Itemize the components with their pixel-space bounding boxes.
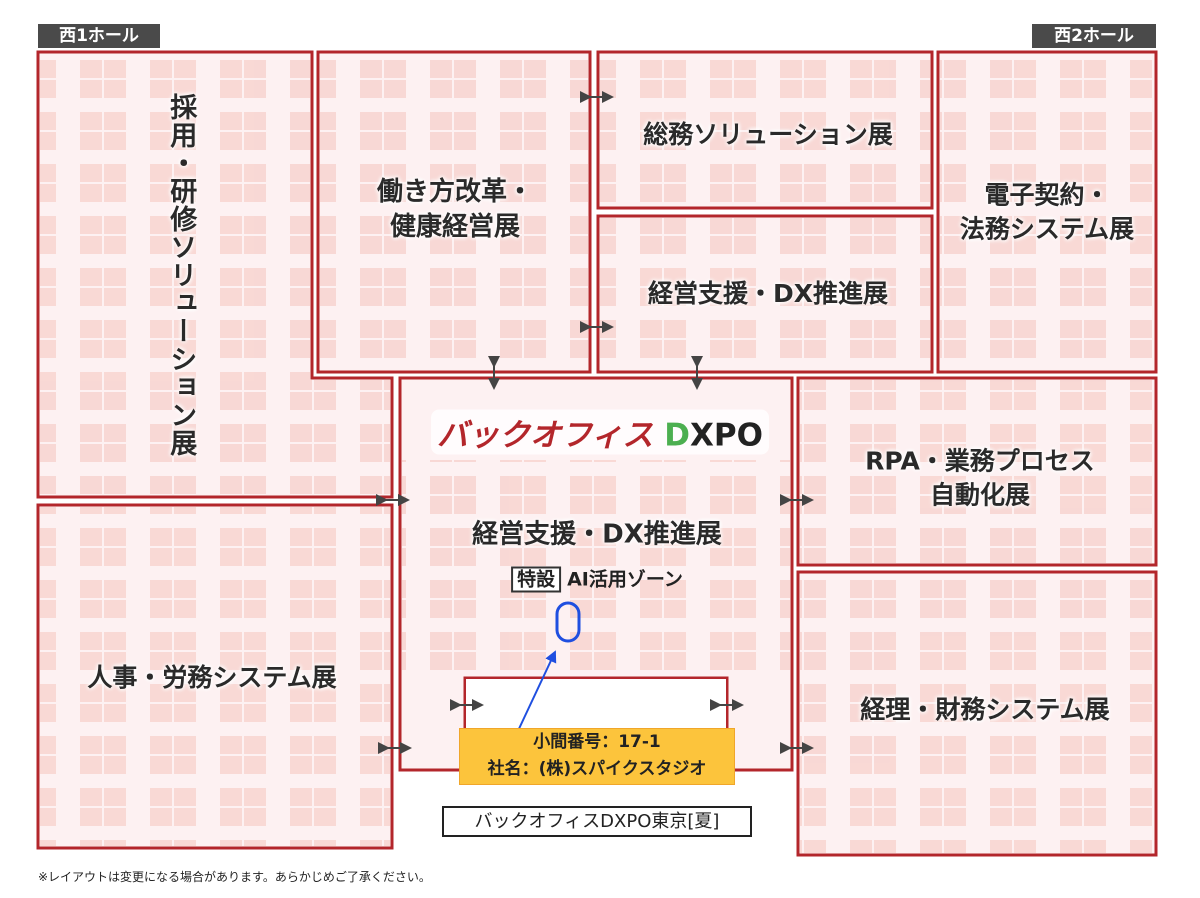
expo-title: バックオフィスDXPO東京[夏] [442, 806, 752, 837]
hall-label-west2: 西2ホール [1032, 24, 1156, 48]
zone-label-center: 経営支援・DX推進展 [472, 519, 722, 550]
hall-label-west1: 西1ホール [38, 24, 160, 48]
zone-label-workstyle: 働き方改革・健康経営展 [376, 176, 534, 242]
footnote: ※レイアウトは変更になる場合があります。あらかじめご了承ください。 [38, 870, 431, 884]
booth-number: 小間番号：17-1 [533, 732, 661, 752]
passage-arrows [376, 91, 814, 754]
booth-marker[interactable] [555, 601, 581, 643]
zone-label-recruit: 採用・研修ソリューション展 [165, 93, 197, 457]
zone-label-hr: 人事・労務システム展 [87, 663, 337, 693]
booth-info-label: 小間番号：17-1 社名：(株)スパイクスタジオ [459, 728, 735, 785]
booth-pointer-arrow [516, 650, 557, 734]
zone-label-general-affairs: 総務ソリューション展 [643, 120, 893, 150]
zone-label-rpa: RPA・業務プロセス自動化展 [865, 446, 1095, 509]
expo-logo: バックオフィス DXPO [431, 409, 769, 455]
zone-label-econtract: 電子契約・法務システム展 [959, 180, 1135, 243]
zone-label-mgmt-top: 経営支援・DX推進展 [647, 279, 889, 309]
special-badge: 特設 [511, 566, 562, 593]
booth-company: 社名：(株)スパイクスタジオ [487, 759, 707, 779]
zone-label-accounting: 経理・財務システム展 [860, 695, 1110, 725]
